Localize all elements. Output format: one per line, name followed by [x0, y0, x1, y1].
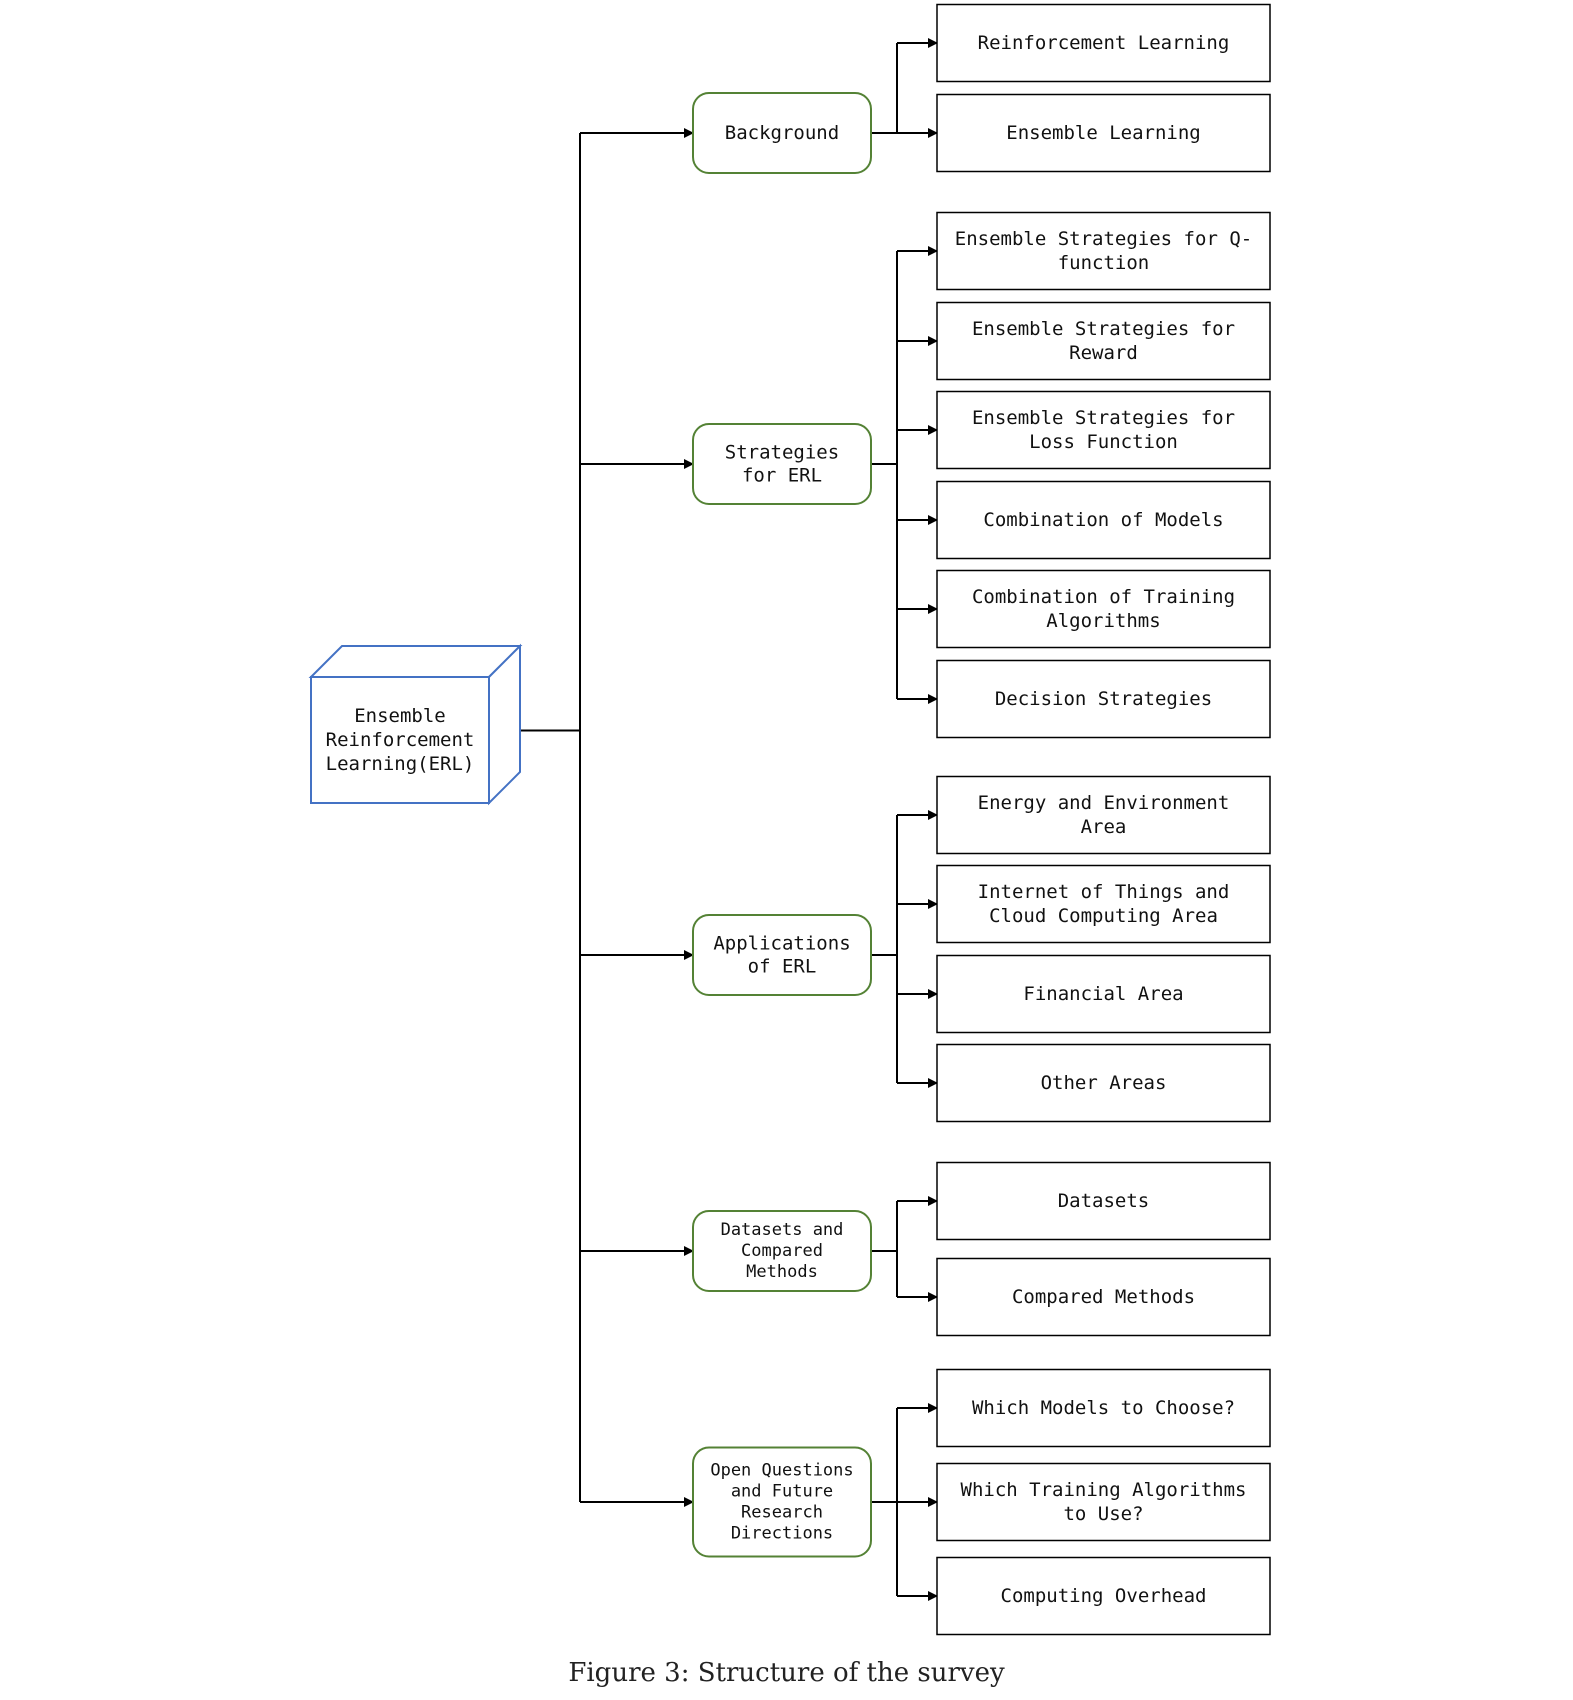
section-label: Applications [713, 933, 850, 955]
leaf-label: Datasets [1058, 1190, 1150, 1212]
leaf-box [936, 301, 1271, 381]
leaf-box [936, 1368, 1271, 1448]
section-label: Methods [746, 1262, 818, 1282]
leaf-box [936, 569, 1271, 649]
leaf-box [936, 480, 1271, 560]
leaf-box [936, 1257, 1271, 1337]
leaf-box [936, 1043, 1271, 1123]
leaf-label: Reward [1069, 342, 1138, 364]
section-label: Background [725, 122, 839, 144]
leaf-label: Combination of Training [972, 586, 1235, 608]
root-label: Ensemble [354, 705, 446, 727]
leaf-label: to Use? [1063, 1503, 1143, 1525]
section-label: Compared [741, 1241, 823, 1261]
leaf-label: Ensemble Strategies for Q- [955, 228, 1252, 250]
leaf-label: Which Training Algorithms [961, 1479, 1247, 1501]
section-label: Directions [731, 1524, 833, 1544]
leaf-label: Area [1081, 816, 1127, 838]
section-label: Open Questions [710, 1461, 853, 1481]
leaf-box [936, 3, 1271, 83]
root-label: Reinforcement [326, 729, 475, 751]
leaf-box [936, 1161, 1271, 1241]
leaf-box [936, 93, 1271, 173]
leaf-label: Other Areas [1041, 1072, 1167, 1094]
leaf-label: Ensemble Strategies for [972, 407, 1235, 429]
leaf-label: Computing Overhead [1001, 1585, 1207, 1607]
connectors [520, 38, 938, 1601]
leaf-label: function [1058, 252, 1150, 274]
section-label: of ERL [748, 956, 817, 978]
leaf-box [936, 211, 1271, 291]
leaf-label: Compared Methods [1012, 1286, 1195, 1308]
section-box [692, 92, 872, 174]
leaf-label: Financial Area [1023, 983, 1183, 1005]
leaf-box [936, 954, 1271, 1034]
leaf-label: Internet of Things and [978, 881, 1230, 903]
leaf-label: Which Models to Choose? [972, 1397, 1235, 1419]
section-box [692, 1210, 872, 1292]
leaf-label: Energy and Environment [978, 792, 1230, 814]
leaf-box [936, 1462, 1271, 1542]
section-box [692, 914, 872, 996]
figure-caption: Figure 3: Structure of the survey [568, 1658, 1005, 1688]
section-label: Strategies [725, 442, 839, 464]
leaf-label: Decision Strategies [995, 688, 1212, 710]
leaf-label: Ensemble Strategies for [972, 318, 1235, 340]
leaf-label: Loss Function [1029, 431, 1178, 453]
leaf-box [936, 659, 1271, 739]
root-box-top-face [308, 645, 523, 678]
section-box [692, 423, 872, 505]
section-label: Datasets and [721, 1220, 844, 1240]
leaf-box [936, 390, 1271, 470]
section-label: for ERL [742, 465, 822, 487]
root-label: Learning(ERL) [326, 753, 475, 775]
leaf-label: Algorithms [1046, 610, 1160, 632]
leaf-label: Reinforcement Learning [978, 32, 1230, 54]
leaf-box [936, 1556, 1271, 1636]
leaf-box [936, 864, 1271, 944]
section-label: Research [741, 1503, 823, 1523]
section-label: and Future [731, 1482, 833, 1502]
leaf-label: Cloud Computing Area [989, 905, 1218, 927]
root-box-front-face [310, 676, 490, 804]
leaf-label: Ensemble Learning [1006, 122, 1200, 144]
leaf-box [936, 775, 1271, 855]
leaf-label: Combination of Models [983, 509, 1223, 531]
section-box [692, 1446, 872, 1558]
